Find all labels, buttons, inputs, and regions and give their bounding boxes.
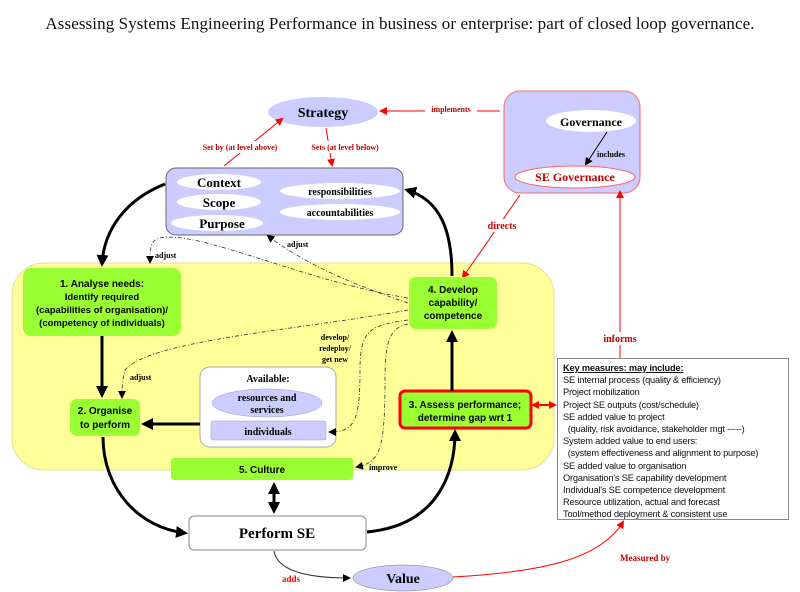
adjust-analyse-label: adjust xyxy=(155,251,177,260)
key-measure-item: SE added value to project xyxy=(563,411,665,422)
adds-label: adds xyxy=(282,574,301,584)
key-measure-item: Tool/method deployment & consistent use xyxy=(563,509,728,520)
strategy-label: Strategy xyxy=(298,106,349,121)
set-by-label: Set by (at level above) xyxy=(203,143,278,152)
develop-line1: 4. Develop xyxy=(428,285,478,296)
key-measure-item: System added value to end users: xyxy=(563,436,698,447)
key-measure-item: SE internal process (quality & efficienc… xyxy=(563,375,721,386)
directs-arrow xyxy=(461,194,521,279)
organise-line2: to perform xyxy=(80,420,130,431)
key-measure-item: Individual's SE competence development xyxy=(563,485,726,496)
governance-label: Governance xyxy=(560,115,623,129)
governance-ellipse xyxy=(546,110,636,132)
context-ellipse xyxy=(177,174,261,190)
scope-ellipse xyxy=(177,194,261,210)
develop-capability-node[interactable] xyxy=(409,277,497,329)
resources-line2: services xyxy=(250,405,283,416)
perform-se-node[interactable] xyxy=(188,515,367,551)
key-measure-item: (quality, risk avoidance, stakeholder mg… xyxy=(563,424,745,435)
context-label: Context xyxy=(197,175,242,190)
culture-label: 5. Culture xyxy=(239,465,286,476)
develop-line3: competence xyxy=(424,311,483,322)
individuals-box xyxy=(210,420,327,441)
strategy-node[interactable] xyxy=(268,97,378,127)
develop-to-context-arrow xyxy=(404,186,454,277)
page-title: Assessing Systems Engineering Performanc… xyxy=(45,14,755,33)
key-measure-item: Project mobilization xyxy=(563,387,640,398)
context-to-analyse-arrow xyxy=(96,182,166,267)
analyse-needs-line4: (competency of individuals) xyxy=(39,318,165,329)
resources-line1: resources and xyxy=(238,393,297,404)
key-measure-item: Project SE outputs (cost/schedule) xyxy=(563,399,699,410)
se-governance-label: SE Governance xyxy=(535,170,615,184)
adjust-context-line xyxy=(266,234,409,304)
organise-line1: 2. Organise xyxy=(78,406,133,417)
develop-redeploy-line2: redeploy/ xyxy=(319,344,352,353)
implements-label: implements xyxy=(431,105,471,114)
organise-node[interactable] xyxy=(70,399,140,436)
perform-se-label: Perform SE xyxy=(239,526,315,542)
measured-by-arrow xyxy=(452,520,625,578)
value-node[interactable] xyxy=(352,564,454,592)
analyse-needs-node[interactable] xyxy=(23,268,181,336)
adjust-analyse-line xyxy=(146,236,409,299)
adjust-organise-line xyxy=(118,309,409,399)
responsibilities-ellipse xyxy=(280,183,400,199)
improve-label: improve xyxy=(369,463,398,472)
key-measures-heading: Key measures: may include: xyxy=(563,363,684,373)
se-governance-ellipse xyxy=(514,165,636,189)
measured-by-label: Measured by xyxy=(620,553,671,563)
adjust-organise-label: adjust xyxy=(130,373,152,382)
develop-individuals-line xyxy=(328,319,409,436)
responsibilities-label: responsibilities xyxy=(308,187,372,198)
resources-ellipse xyxy=(211,388,323,418)
organise-to-perform-arrow xyxy=(101,436,188,538)
adds-arrow xyxy=(273,550,351,582)
assess-line1: 3. Assess performance; xyxy=(409,400,521,411)
perform-to-assess-arrow xyxy=(366,429,461,534)
analyse-needs-line3: (capabilities of organisation)/ xyxy=(36,305,168,316)
accountabilities-label: accountabilities xyxy=(307,208,374,219)
directs-label: directs xyxy=(488,221,517,232)
key-measure-item: SE added value to organisation xyxy=(563,460,687,471)
includes-arrow xyxy=(584,131,608,166)
includes-label: includes xyxy=(597,150,625,159)
adjust-context-label: adjust xyxy=(287,240,309,249)
value-label: Value xyxy=(386,572,420,587)
informs-label: informs xyxy=(603,334,636,345)
sets-label: Sets (at level below) xyxy=(311,143,379,152)
accountabilities-ellipse xyxy=(280,204,400,220)
analyse-needs-line2: Identify required xyxy=(65,292,140,303)
purpose-ellipse xyxy=(171,215,263,231)
develop-line2: capability/ xyxy=(429,298,478,309)
improve-culture-line xyxy=(355,323,409,470)
develop-redeploy-line3: get new xyxy=(322,355,348,364)
available-label: Available: xyxy=(246,374,289,385)
scope-label: Scope xyxy=(203,195,236,210)
key-measures-box: Key measures: may include: SE internal p… xyxy=(557,358,789,520)
key-measure-item: Resource utilization, actual and forecas… xyxy=(563,497,720,508)
assess-line2: determine gap wrt 1 xyxy=(418,413,513,424)
develop-redeploy-line1: develop/ xyxy=(321,333,350,342)
culture-node[interactable] xyxy=(171,458,353,480)
key-measure-item: Organisation's SE capability development xyxy=(563,472,727,483)
analyse-needs-title: 1. Analyse needs: xyxy=(60,279,144,290)
individuals-label: individuals xyxy=(244,427,291,438)
key-measure-item: (system effectiveness and alignment to p… xyxy=(563,448,759,459)
assess-performance-node[interactable] xyxy=(398,389,533,430)
purpose-label: Purpose xyxy=(199,216,245,231)
